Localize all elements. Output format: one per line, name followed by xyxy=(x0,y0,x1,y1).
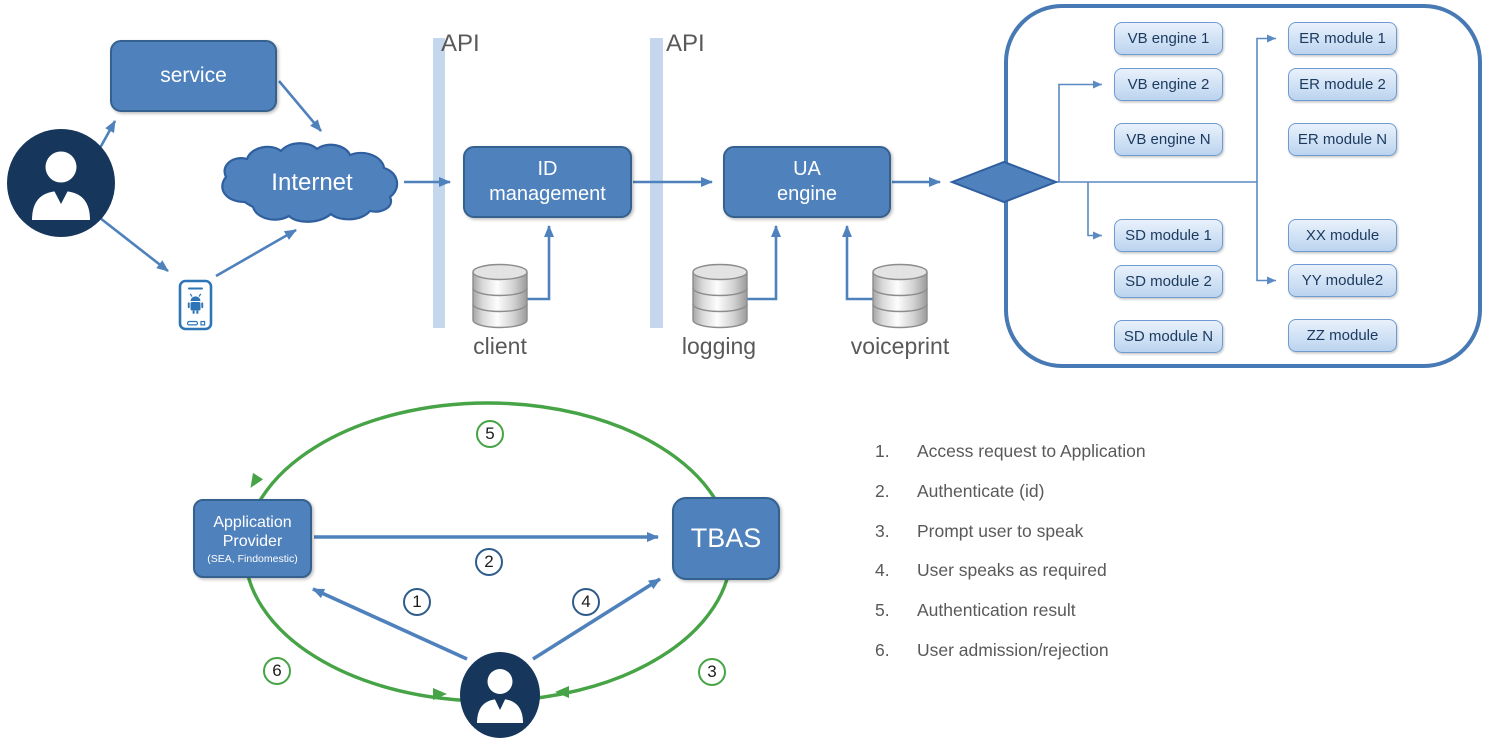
connector-to-yy-module2 xyxy=(1256,182,1276,285)
step-text: User speaks as required xyxy=(917,560,1107,581)
id-management-line2: management xyxy=(489,183,606,205)
module-box-yy-module2: YY module2 xyxy=(1288,264,1397,297)
list-item: 6. User admission/rejection xyxy=(853,630,1273,670)
service-box: service xyxy=(110,40,277,112)
client-db-label: client xyxy=(473,333,527,359)
ua-engine-box: UA engine xyxy=(723,146,891,218)
step-number: 2. xyxy=(875,481,890,502)
arrow-user-to-tbas xyxy=(532,577,661,661)
database-icon-voiceprint xyxy=(872,263,928,329)
list-item: 4. User speaks as required xyxy=(853,551,1273,591)
connector-to-er-module-1 xyxy=(1256,34,1276,182)
module-box-vb-engine-n: VB engine N xyxy=(1114,123,1223,156)
list-item: 1. Access request to Application xyxy=(853,432,1273,472)
tbas-box: TBAS xyxy=(672,497,780,580)
module-box-er-module-1: ER module 1 xyxy=(1288,22,1397,55)
id-management-line1: ID xyxy=(537,158,558,180)
database-icon-logging xyxy=(692,263,748,329)
connector-to-sd-module-1 xyxy=(1087,182,1102,240)
sequence-steps-list: 1. Access request to Application 2. Auth… xyxy=(853,432,1273,670)
arrow-service-to-internet xyxy=(278,80,322,132)
list-item: 3. Prompt user to speak xyxy=(853,511,1273,551)
application-provider-box: Application Provider (SEA, Findomestic) xyxy=(193,499,312,578)
step-badge-5: 5 xyxy=(476,420,504,448)
database-icon-client xyxy=(472,263,528,329)
ua-engine-line1: UA xyxy=(793,158,821,180)
module-box-xx-module: XX module xyxy=(1288,219,1397,252)
step-number: 1. xyxy=(875,441,890,462)
user-icon-bottom xyxy=(460,652,540,738)
connector-client-db-to-id-management xyxy=(527,225,554,301)
api-label-right: API xyxy=(666,30,705,57)
arrow-user-to-app-provider xyxy=(312,587,468,661)
application-provider-line1: Application xyxy=(213,513,292,531)
module-box-vb-engine-2: VB engine 2 xyxy=(1114,68,1223,101)
step-badge-3: 3 xyxy=(698,658,726,686)
module-box-er-module-n: ER module N xyxy=(1288,123,1397,156)
id-management-box: ID management xyxy=(463,146,632,218)
step-text: Prompt user to speak xyxy=(917,520,1084,541)
service-label: service xyxy=(160,64,227,87)
list-item: 2. Authenticate (id) xyxy=(853,472,1273,512)
module-box-sd-module-n: SD module N xyxy=(1114,320,1223,353)
step-badge-6: 6 xyxy=(263,657,291,685)
module-box-vb-engine-1: VB engine 1 xyxy=(1114,22,1223,55)
step-text: Authenticate (id) xyxy=(917,481,1045,502)
list-item: 5. Authentication result xyxy=(853,591,1273,631)
module-box-sd-module-2: SD module 2 xyxy=(1114,265,1223,298)
application-provider-subtitle: (SEA, Findomestic) xyxy=(207,552,298,565)
arrow-phone-to-internet xyxy=(215,228,297,278)
smartphone-icon xyxy=(178,279,213,331)
arrow-user-to-service xyxy=(98,120,117,149)
decision-diamond xyxy=(949,160,1059,204)
module-box-er-module-2: ER module 2 xyxy=(1288,68,1397,101)
step-number: 5. xyxy=(875,600,890,621)
connector-logging-db-to-ua-engine xyxy=(746,225,781,301)
step-text: Access request to Application xyxy=(917,441,1146,462)
modules-container xyxy=(1004,4,1482,368)
step-text: Authentication result xyxy=(917,600,1076,621)
application-provider-line2: Provider xyxy=(222,532,283,550)
step-badge-1: 1 xyxy=(403,588,431,616)
step-text: User admission/rejection xyxy=(917,639,1109,660)
tbas-label: TBAS xyxy=(690,523,762,553)
voiceprint-db-label: voiceprint xyxy=(850,333,950,359)
ua-engine-line2: engine xyxy=(776,183,838,205)
connector-to-vb-engine-2 xyxy=(1058,80,1102,182)
internet-cloud-icon xyxy=(221,142,399,223)
step-badge-2: 2 xyxy=(475,548,503,576)
module-box-zz-module: ZZ module xyxy=(1288,319,1397,352)
step-number: 4. xyxy=(875,560,890,581)
step-number: 6. xyxy=(875,639,890,660)
green-arrowhead-to-app-provider xyxy=(250,472,264,488)
step-badge-4: 4 xyxy=(572,588,600,616)
connector-voiceprint-db-to-ua-engine xyxy=(842,225,873,301)
internet-label: Internet xyxy=(271,169,353,196)
logging-db-label: logging xyxy=(681,333,757,359)
module-box-sd-module-1: SD module 1 xyxy=(1114,219,1223,252)
user-icon xyxy=(7,129,115,237)
arrow-user-to-phone xyxy=(99,216,169,273)
step-number: 3. xyxy=(875,520,890,541)
api-label-left: API xyxy=(441,30,480,57)
